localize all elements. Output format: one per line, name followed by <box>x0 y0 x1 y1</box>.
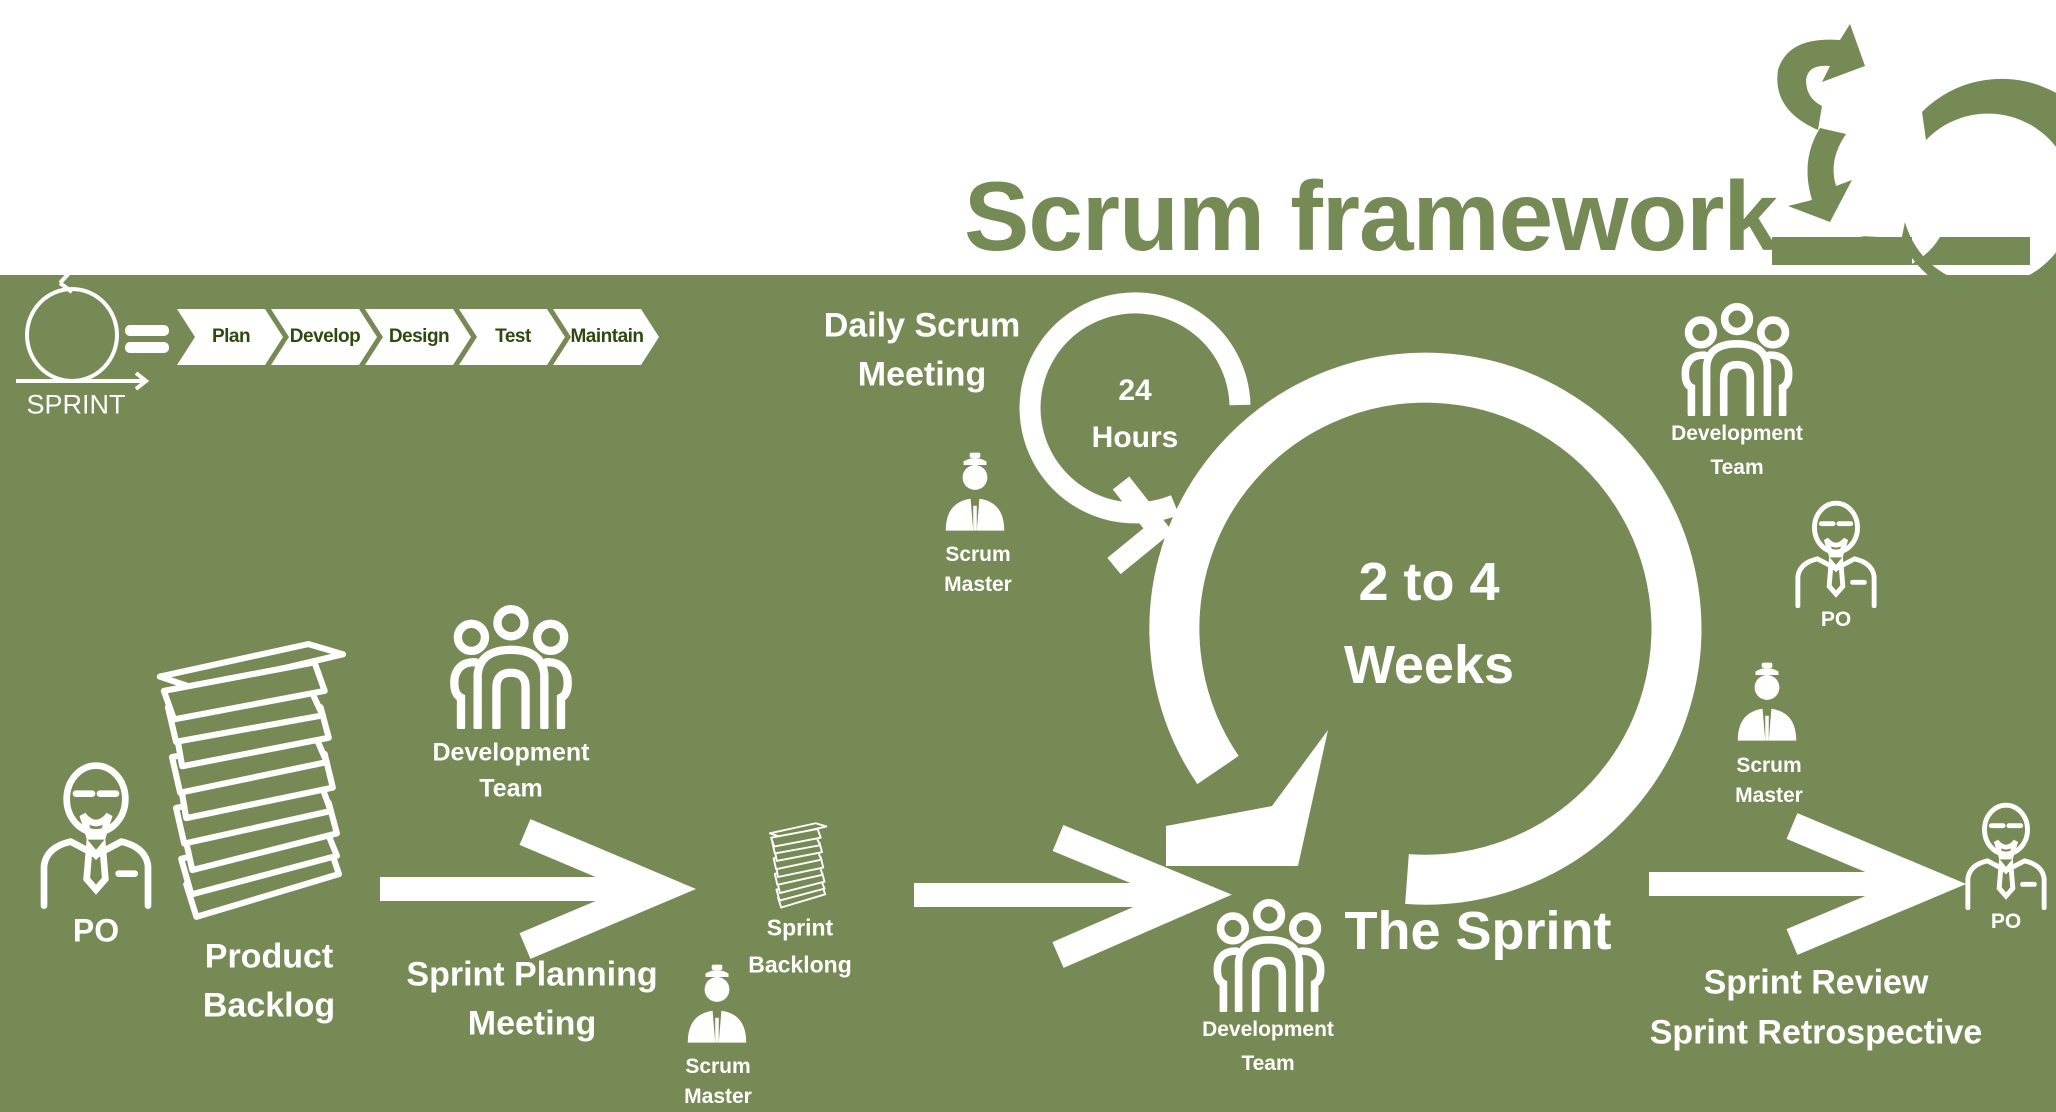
development-team-label-2: Team <box>1710 456 1764 479</box>
po-label: PO <box>1990 910 2022 933</box>
sprint-label: SPRINT <box>26 389 126 420</box>
product-backlog-label-2: Backlog <box>202 986 336 1025</box>
sprint-planning-label-2: Meeting <box>467 1004 597 1043</box>
scrum-master-label-2: Master <box>944 573 1012 596</box>
chevron-label: Develop <box>289 326 361 347</box>
sprint-planning-label: Sprint Planning <box>406 955 658 994</box>
po-label: PO <box>72 912 120 949</box>
po-icon <box>1798 503 1874 606</box>
scrum-master-label: Scrum <box>685 1055 751 1078</box>
sprint-backlog-label: Sprint <box>766 914 834 941</box>
scrum-master-label: Scrum <box>945 543 1011 566</box>
daily-scrum-label-2: Meeting <box>857 355 987 394</box>
chevron-plan <box>177 309 283 365</box>
development-team-label: Development <box>1671 422 1803 445</box>
product-backlog-stack-icon <box>160 644 343 917</box>
chevron-test <box>459 309 565 365</box>
chevron-label: Plan <box>211 326 251 347</box>
arrow-to-sprint <box>914 825 1232 968</box>
chevron-maintain <box>553 309 659 365</box>
chevron-design <box>365 309 471 365</box>
scrum-master-icon <box>1737 662 1797 741</box>
arrow-to-review <box>1649 813 1967 955</box>
po-icon <box>1968 805 2044 908</box>
hours-value: 24 <box>1118 374 1152 407</box>
equals-icon <box>125 325 169 353</box>
scrum-logo-icon <box>1772 24 2056 303</box>
scrum-master-label-2: Master <box>684 1085 752 1108</box>
chevron-label: Test <box>495 326 531 347</box>
sprint-duration-unit: Weeks <box>1343 635 1515 695</box>
sprint-review-label: Sprint Review <box>1703 963 1929 1002</box>
development-team-label-2: Team <box>1241 1052 1295 1075</box>
sprint-backlog-label-2: Backlong <box>748 951 852 978</box>
sprint-loop-arrow <box>1149 352 1702 905</box>
product-backlog-label: Product <box>204 937 334 976</box>
development-team-label: Development <box>432 738 590 767</box>
chevron-develop <box>271 309 377 365</box>
scrum-master-label: Scrum <box>1736 754 1802 777</box>
process-chevrons <box>177 309 659 365</box>
development-team-icon <box>1685 307 1788 414</box>
scrum-master-icon <box>945 452 1005 531</box>
arrow-to-planning <box>380 819 696 959</box>
chevron-label: Maintain <box>570 326 644 347</box>
chevron-label: Design <box>388 326 450 347</box>
scrum-master-icon <box>687 964 747 1043</box>
development-team-icon <box>454 609 567 727</box>
sprint-duration: 2 to 4 <box>1358 552 1500 612</box>
scrum-master-label-2: Master <box>1735 784 1803 807</box>
page-title: Scrum framework <box>964 161 1778 271</box>
development-team-label-2: Team <box>479 774 543 803</box>
the-sprint-label: The Sprint <box>1344 901 1612 961</box>
hours-unit: Hours <box>1091 421 1179 454</box>
development-team-icon <box>1217 903 1320 1010</box>
sprint-cycle-icon <box>16 270 150 391</box>
po-icon <box>44 766 148 906</box>
development-team-label: Development <box>1202 1018 1334 1041</box>
sprint-retrospective-label: Sprint Retrospective <box>1649 1013 1983 1052</box>
daily-scrum-label: Daily Scrum <box>823 306 1021 345</box>
daily-loop-arrow <box>1019 292 1251 575</box>
po-label: PO <box>1820 608 1852 631</box>
sprint-backlog-stack-icon <box>767 822 829 910</box>
